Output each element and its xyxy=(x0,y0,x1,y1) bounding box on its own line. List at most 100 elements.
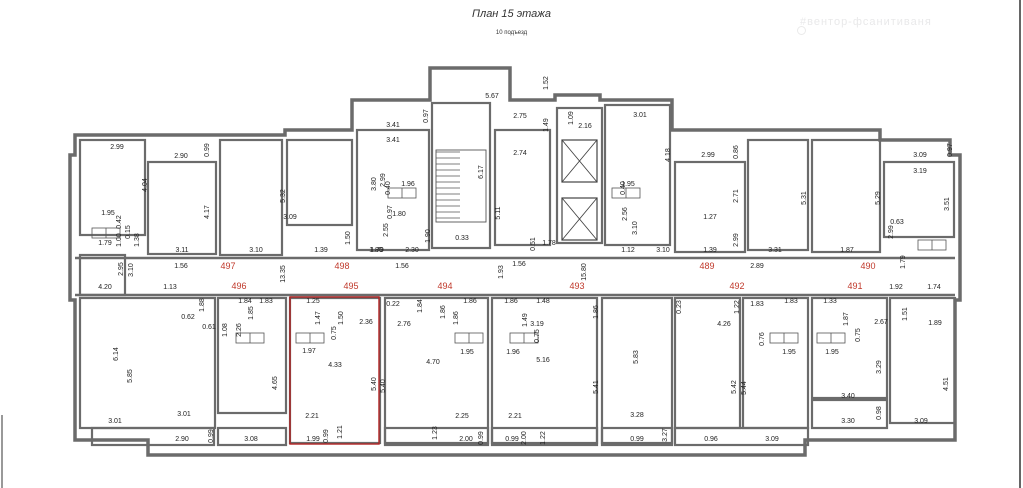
dimension-label: 0.23 xyxy=(676,300,683,314)
dimension-label: 2.67 xyxy=(874,319,888,326)
dimension-label: 5.42 xyxy=(731,380,738,394)
elevator-cross xyxy=(561,197,598,241)
dimension-label: 2.99 xyxy=(110,144,124,151)
dimension-label: 0.40 xyxy=(385,181,392,195)
dimension-label: 0.96 xyxy=(704,436,718,443)
dimension-label: 1.52 xyxy=(543,76,550,90)
dimension-label: 0.75 xyxy=(534,329,541,343)
dimension-label: 2.90 xyxy=(175,436,189,443)
apartment-number: 498 xyxy=(334,261,349,271)
dimension-label: 2.36 xyxy=(359,319,373,326)
dimension-label: 1.13 xyxy=(163,284,177,291)
dimension-label: 4.51 xyxy=(943,377,950,391)
dimension-label: 1.90 xyxy=(425,229,432,243)
sanitary-fixture xyxy=(387,187,417,199)
room-wall xyxy=(490,426,599,447)
dimension-label: 0.62 xyxy=(181,314,195,321)
dimension-label: 1.27 xyxy=(703,214,717,221)
dimension-label: 1.84 xyxy=(238,298,252,305)
watermark: #вентор-фсанитиваня xyxy=(800,16,932,28)
dimension-label: 1.56 xyxy=(512,261,526,268)
dimension-label: 1.85 xyxy=(248,306,255,320)
dimension-label: 5.16 xyxy=(536,357,550,364)
dimension-label: 0.76 xyxy=(759,332,766,346)
apartment-number: 489 xyxy=(699,261,714,271)
dimension-label: 0.61 xyxy=(202,324,216,331)
dimension-label: 3.41 xyxy=(386,122,400,129)
room-wall xyxy=(285,138,354,227)
dimension-label: 0.99 xyxy=(208,429,215,443)
dimension-label: 2.55 xyxy=(383,223,390,237)
dimension-label: 1.83 xyxy=(784,298,798,305)
dimension-label: 1.79 xyxy=(900,255,907,269)
dimension-label: 15.80 xyxy=(581,263,588,281)
dimension-label: 1.89 xyxy=(928,320,942,327)
dimension-label: 1.21 xyxy=(337,425,344,439)
dimension-label: 1.79 xyxy=(370,247,384,254)
dimension-label: 0.63 xyxy=(890,219,904,226)
room-wall xyxy=(673,426,810,447)
dimension-label: 1.86 xyxy=(440,305,447,319)
room-wall xyxy=(555,106,604,245)
dimension-label: 1.50 xyxy=(345,231,352,245)
dimension-label: 1.79 xyxy=(98,240,112,247)
wall-layer xyxy=(68,66,962,457)
highlighted-apartment xyxy=(289,296,380,445)
dimension-label: 2.71 xyxy=(733,189,740,203)
sanitary-fixture xyxy=(509,332,539,344)
dimension-label: 1.95 xyxy=(825,349,839,356)
dimension-label: 2.16 xyxy=(578,123,592,130)
dimension-label: 3.08 xyxy=(244,436,258,443)
dimension-label: 1.33 xyxy=(823,298,837,305)
room-wall xyxy=(218,138,284,257)
dimension-label: 2.95 xyxy=(118,262,125,276)
dimension-label: 1.23 xyxy=(432,426,439,440)
dimension-label: 2.21 xyxy=(305,413,319,420)
sanitary-fixture xyxy=(816,332,846,344)
apartment-number: 494 xyxy=(437,281,452,291)
dimension-label: 2.00 xyxy=(459,436,473,443)
dimension-label: 1.56 xyxy=(174,263,188,270)
dimension-label: 3.11 xyxy=(175,247,188,254)
dimension-label: 3.01 xyxy=(108,418,122,425)
plan-subtitle: 10 подъезд xyxy=(495,30,528,36)
dimension-label: 0.97 xyxy=(423,109,430,123)
dimension-label: 1.00 xyxy=(116,233,123,247)
elevator-box xyxy=(561,139,598,183)
dimension-label: 2.75 xyxy=(513,113,527,120)
room-wall xyxy=(493,128,552,247)
room-wall xyxy=(746,138,810,252)
dimension-label: 4.20 xyxy=(98,284,112,291)
dimension-label: 1.88 xyxy=(199,298,206,312)
dimension-label: 1.56 xyxy=(395,263,409,270)
sanitary-fixture xyxy=(611,187,641,199)
dimension-label: 2.30 xyxy=(405,247,419,254)
room-wall xyxy=(810,296,889,400)
dimension-label: 1.83 xyxy=(750,301,764,308)
dimension-label: 2.89 xyxy=(750,263,764,270)
dimension-label: 1.12 xyxy=(621,247,635,254)
dimension-label: 1.49 xyxy=(522,313,529,327)
room-wall xyxy=(810,398,889,430)
dimension-label: 0.40 xyxy=(620,181,627,195)
dimension-label: 1.92 xyxy=(889,284,903,291)
dimension-label: 0.75 xyxy=(331,326,338,340)
dimension-label: 1.86 xyxy=(504,298,518,305)
dimension-label: 0.99 xyxy=(630,436,644,443)
room-wall xyxy=(741,296,810,430)
room-wall xyxy=(383,426,490,447)
room-wall xyxy=(355,128,431,252)
dimension-label: 2.99 xyxy=(380,173,387,187)
dimension-label: 2.56 xyxy=(622,207,629,221)
dimension-label: 2.21 xyxy=(508,413,522,420)
dimension-label: 1.74 xyxy=(927,284,941,291)
dimension-label: 1.95 xyxy=(621,181,635,188)
dimension-label: 1.39 xyxy=(703,247,717,254)
dimension-label: 3.10 xyxy=(249,247,263,254)
room-wall xyxy=(600,296,674,445)
apartment-number: 492 xyxy=(729,281,744,291)
watermark-icon xyxy=(797,26,806,35)
room-wall xyxy=(490,296,599,445)
dimension-label: 0.86 xyxy=(733,145,740,159)
